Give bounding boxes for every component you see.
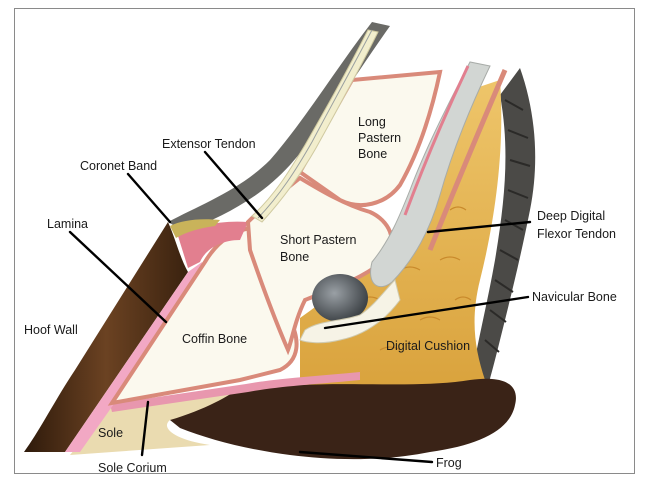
short-pastern-label-line1: Short Pastern (280, 233, 356, 247)
sole-corium-label: Sole Corium (98, 461, 167, 475)
long-pastern-label-line3: Bone (358, 147, 387, 161)
coronet-band-leader (128, 174, 170, 222)
hoof-wall-label: Hoof Wall (24, 323, 78, 337)
lamina-label: Lamina (47, 217, 88, 231)
navicular-bone-label: Navicular Bone (532, 290, 617, 304)
long-pastern-label-line1: Long (358, 115, 386, 129)
digital-cushion-label: Digital Cushion (386, 339, 470, 353)
long-pastern-label-line2: Pastern (358, 131, 401, 145)
short-pastern-label-line2: Bone (280, 250, 309, 264)
sole-label: Sole (98, 426, 123, 440)
extensor-tendon-label: Extensor Tendon (162, 137, 256, 151)
deep-digital-label-line2: Flexor Tendon (537, 227, 616, 241)
coffin-bone-label: Coffin Bone (182, 332, 247, 346)
coronet-band-label: Coronet Band (80, 159, 157, 173)
deep-digital-label-line1: Deep Digital (537, 209, 605, 223)
frog-label: Frog (436, 456, 462, 470)
